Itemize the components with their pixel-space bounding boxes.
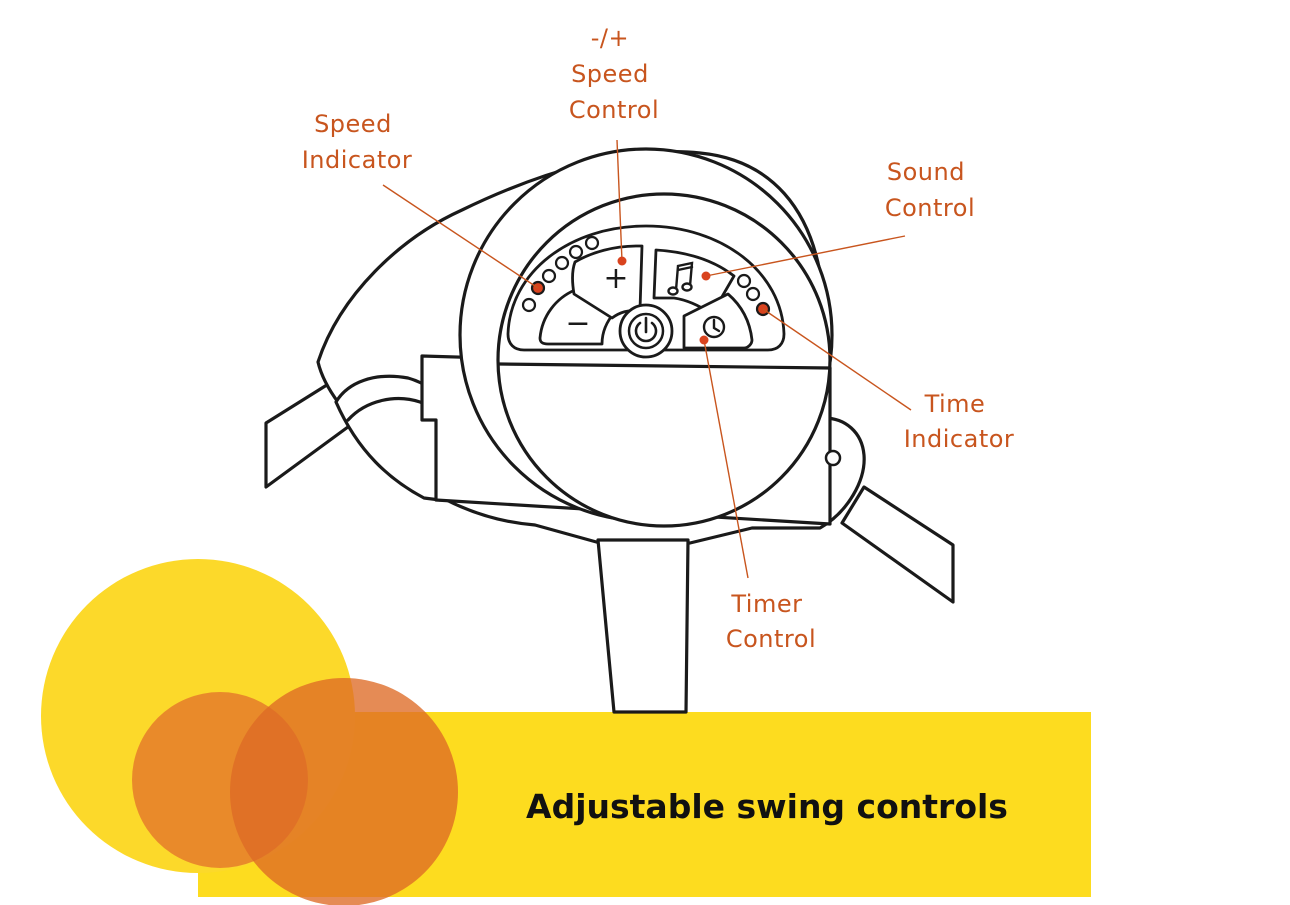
speed-dot-5	[568, 244, 584, 260]
plus-glyph: +	[603, 261, 628, 296]
right-strap	[840, 485, 955, 604]
label-timer-control: Timer Control	[726, 590, 816, 653]
dial-split-line	[498, 362, 832, 370]
decorative-background	[41, 559, 1091, 905]
swing-motor-unit	[264, 147, 955, 714]
side-screw	[824, 449, 842, 467]
time-dot-1	[736, 273, 752, 289]
leader-speed-control	[616, 139, 623, 262]
speed-indicator-dots	[521, 235, 600, 313]
timer-button[interactable]	[682, 292, 754, 350]
callout-leaders	[382, 139, 912, 579]
label-speed-indicator: Speed Indicator	[302, 110, 413, 174]
music-note-icon	[667, 261, 694, 296]
clock-icon	[702, 315, 726, 339]
leader-timer-control	[703, 339, 749, 579]
speed-dot-6	[584, 235, 600, 251]
endpoint-sound-control	[701, 271, 711, 281]
stand-pole	[596, 538, 690, 714]
time-dot-2	[745, 286, 761, 302]
label-speed-control: -/+ Speed Control	[569, 24, 659, 124]
leader-speed-indicator	[382, 184, 539, 289]
speed-dot-3	[541, 268, 557, 284]
endpoint-speed-control	[617, 256, 627, 266]
leader-time-indicator	[762, 308, 912, 411]
callout-labels: -/+ Speed Control Speed Indicator Sound …	[302, 24, 1015, 653]
callout-endpoints	[617, 256, 711, 345]
speed-dot-4	[554, 255, 570, 271]
banner-caption: Adjustable swing controls	[526, 787, 1008, 826]
power-icon	[634, 316, 658, 343]
minus-glyph: −	[565, 306, 590, 341]
endpoint-timer-control	[699, 335, 709, 345]
orange-circle-large	[230, 678, 458, 905]
speed-dot-1	[521, 297, 537, 313]
label-sound-control: Sound Control	[885, 158, 975, 222]
leader-sound-control	[705, 235, 906, 277]
label-time-indicator: Time Indicator	[904, 390, 1015, 453]
time-indicator-dots	[736, 273, 771, 317]
